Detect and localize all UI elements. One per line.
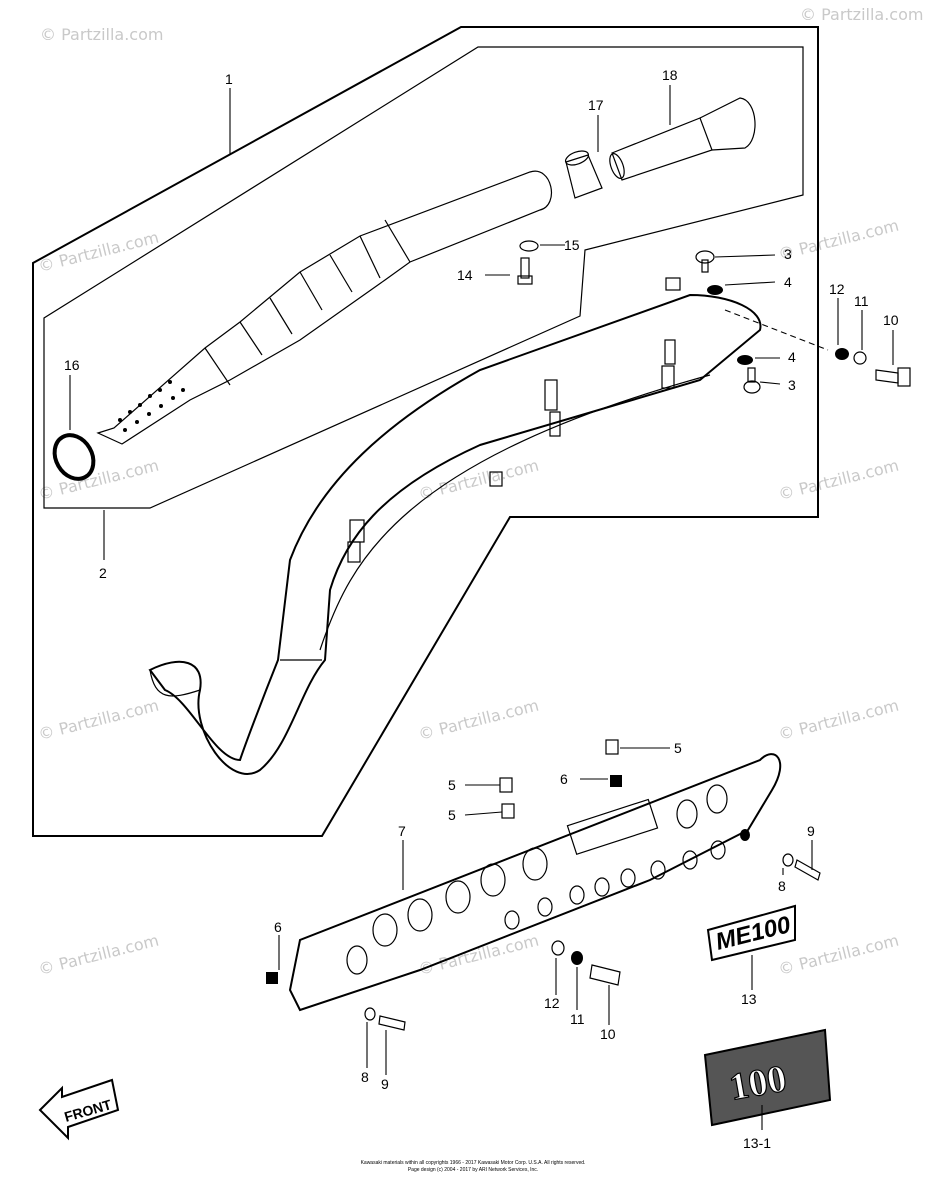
callout-6-top: 6 <box>560 771 568 787</box>
bolt-3-lower <box>743 367 761 394</box>
gasket-ring-16 <box>52 433 96 481</box>
copyright-line-1: Kawasaki materials within all copyrights… <box>361 1160 586 1166</box>
copyright-line-2: Page design (c) 2004 - 2017 by ARI Netwo… <box>408 1167 538 1173</box>
watermark-text: © Partzilla.com <box>416 696 540 744</box>
screw-9-right <box>794 859 821 881</box>
callout-labels: 1 2 16 17 18 14 15 3 4 4 3 12 11 10 5 6 … <box>64 67 899 1151</box>
end-cap-17 <box>564 150 603 199</box>
callout-10-lower: 10 <box>600 1026 616 1042</box>
muffler-perforations <box>118 380 185 432</box>
tail-pipe-18 <box>609 97 756 181</box>
callout-3-lower: 3 <box>788 377 796 393</box>
heat-guard-7 <box>288 753 782 1012</box>
bolt-10-upper <box>875 367 911 387</box>
bolt-14 <box>517 257 533 285</box>
callout-7: 7 <box>398 823 406 839</box>
callout-1: 1 <box>225 71 233 87</box>
leader-lines <box>69 85 894 1130</box>
washer-15 <box>519 240 539 252</box>
callout-5-mid: 5 <box>448 777 456 793</box>
bracket-tab <box>665 277 681 291</box>
washer-12-lower <box>551 940 565 956</box>
watermark-text: © Partzilla.com <box>776 456 900 504</box>
watermark-text: © Partzilla.com <box>416 931 540 979</box>
clip-5-top <box>605 739 619 755</box>
front-arrow-icon: FRONT <box>38 1078 120 1141</box>
callout-13: 13 <box>741 991 757 1007</box>
screw-9-left <box>378 1015 406 1031</box>
callout-16: 16 <box>64 357 80 373</box>
muffler-body <box>96 170 553 445</box>
washer-11-lower <box>571 951 583 965</box>
emblem-100: 100 <box>703 1028 832 1127</box>
emblem-100-text: 100 <box>726 1058 789 1109</box>
callout-2: 2 <box>99 565 107 581</box>
clip-5-mid <box>499 777 513 793</box>
callout-8-right: 8 <box>778 878 786 894</box>
callout-18: 18 <box>662 67 678 83</box>
washer-11-upper <box>853 351 867 365</box>
callout-17: 17 <box>588 97 604 113</box>
callout-5-top: 5 <box>674 740 682 756</box>
callout-9-right: 9 <box>807 823 815 839</box>
washer-4-upper <box>707 285 723 295</box>
washer-12-upper <box>835 348 849 360</box>
assembly-1-outline <box>32 26 819 837</box>
washer-4-lower <box>737 355 753 365</box>
nut-6-left <box>266 972 278 984</box>
watermark-text: © Partzilla.com <box>416 456 540 504</box>
assembly-dashline <box>724 309 829 351</box>
emblem-me100: ME100 <box>706 904 796 962</box>
washer-8-right <box>782 853 794 867</box>
callout-6-left: 6 <box>274 919 282 935</box>
callout-11-lower: 11 <box>570 1011 585 1027</box>
callout-8-left: 8 <box>361 1069 369 1085</box>
watermark-text: © Partzilla.com <box>40 25 163 44</box>
watermark-text: © Partzilla.com <box>776 696 900 744</box>
callout-3-upper: 3 <box>784 246 792 262</box>
callout-13-1: 13-1 <box>743 1135 771 1151</box>
nut-6-top <box>610 775 622 787</box>
watermark-text: © Partzilla.com <box>36 696 160 744</box>
watermark-layer: © Partzilla.com © Partzilla.com © Partzi… <box>36 5 923 979</box>
callout-5-low: 5 <box>448 807 456 823</box>
callout-12-upper: 12 <box>829 281 845 297</box>
callout-10-upper: 10 <box>883 312 899 328</box>
bolt-3-upper <box>695 250 715 273</box>
callout-11-upper: 11 <box>854 293 869 309</box>
clip-5-low <box>501 803 515 819</box>
watermark-text: © Partzilla.com <box>36 931 160 979</box>
callout-9-left: 9 <box>381 1076 389 1092</box>
callout-12-lower: 12 <box>544 995 560 1011</box>
watermark-text: © Partzilla.com <box>800 5 923 24</box>
callout-14: 14 <box>457 267 473 283</box>
watermark-text: © Partzilla.com <box>776 216 900 264</box>
callout-4-upper: 4 <box>784 274 792 290</box>
callout-4-lower: 4 <box>788 349 796 365</box>
callout-15: 15 <box>564 237 580 253</box>
assembly-2-outline <box>43 46 804 509</box>
bolt-10-lower <box>589 964 621 986</box>
washer-8-left <box>364 1007 376 1021</box>
exhaust-header-pipe <box>148 277 762 775</box>
mount-clip <box>347 339 676 563</box>
